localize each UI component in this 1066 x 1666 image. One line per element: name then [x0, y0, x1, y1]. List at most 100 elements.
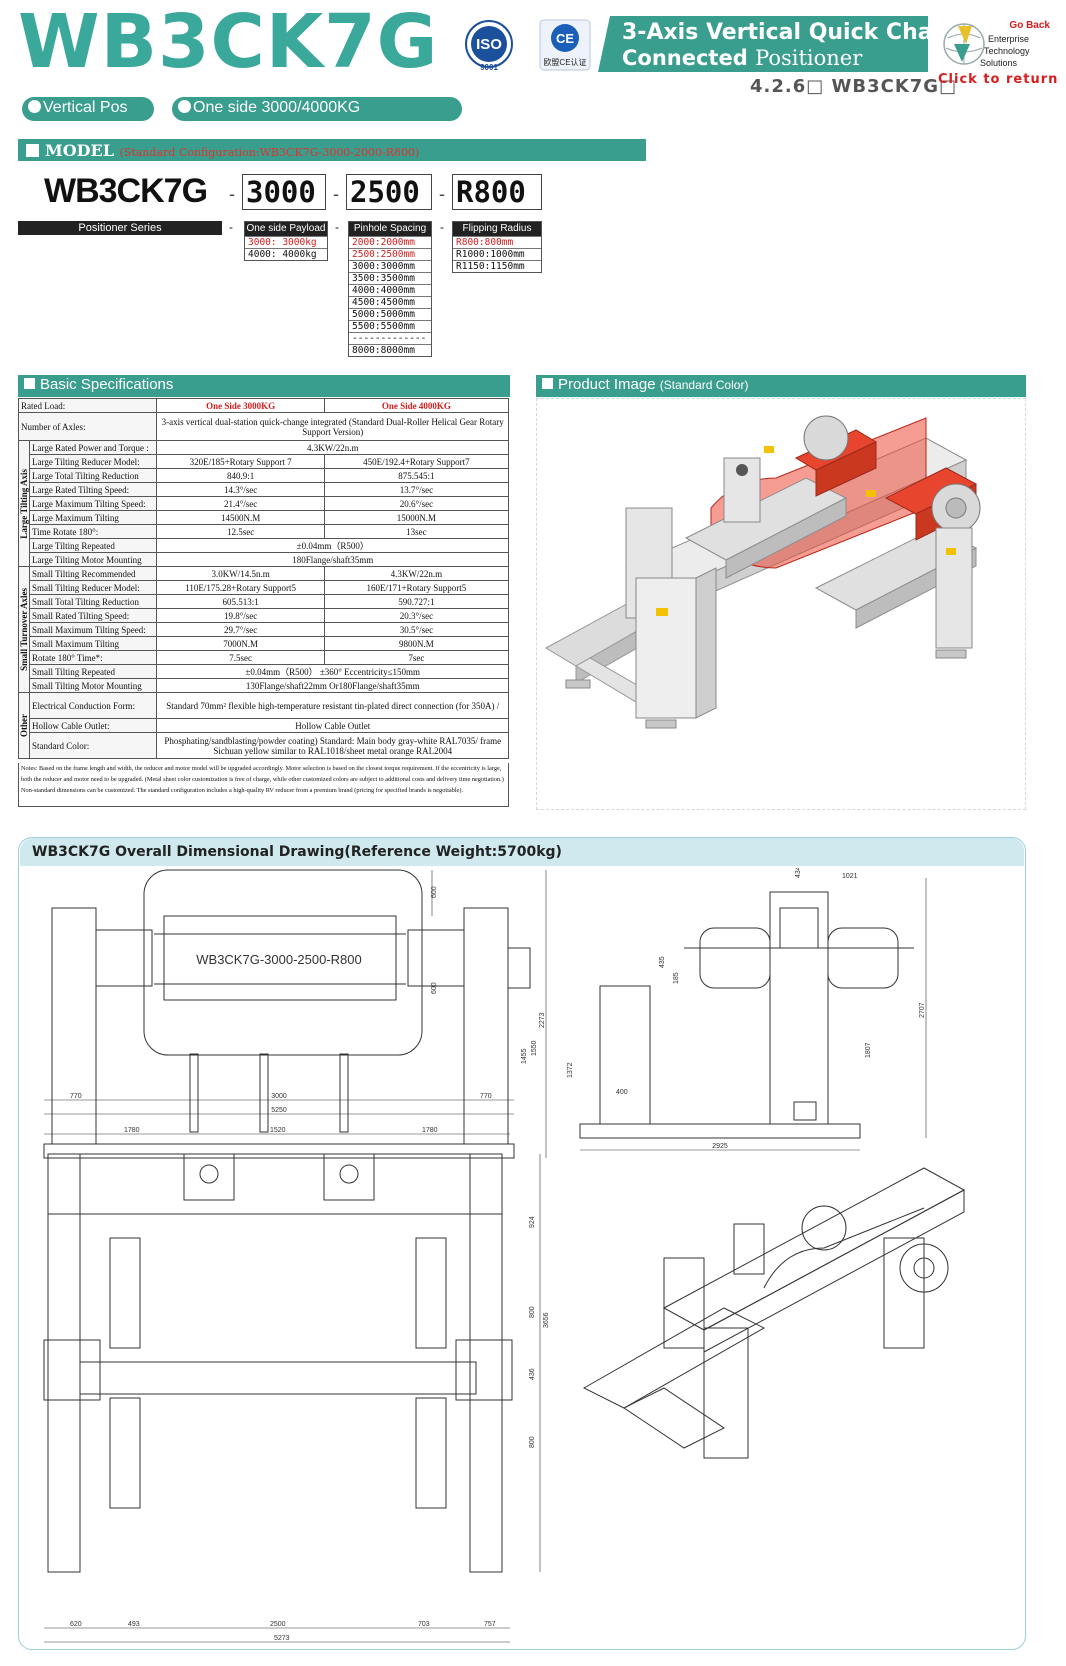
- spec-label: Large Maximum Tilting: [28, 510, 158, 525]
- go-back-text: Go Back: [1009, 20, 1050, 31]
- table-row: Small Tilting Reducer Model:110E/175.28+…: [19, 580, 510, 595]
- payload-options-header: One side Payload: [245, 222, 327, 236]
- workpiece-frame: [163, 915, 397, 1001]
- dim-2500: 2500: [270, 1621, 286, 1628]
- spec-value: Hollow Cable Outlet: [156, 718, 509, 733]
- dim-185: 185: [673, 972, 680, 984]
- basic-spec-bar: Basic Specifications: [18, 375, 510, 397]
- col-header-4000: One Side 4000KG: [323, 398, 510, 413]
- warning-sticker: [946, 548, 956, 555]
- model-name: WB3CK7G: [44, 172, 208, 210]
- spec-value: 7000N.M: [156, 636, 325, 651]
- spec-label: Large Tilting Repeated: [28, 538, 158, 553]
- group-label-cell: Large Tilting Axis: [18, 440, 30, 567]
- dim-3000: 3000: [271, 1093, 287, 1100]
- spec-value: 450E/192.4+Rotary Support7: [323, 454, 510, 469]
- table-row: Large Tilting Reducer Model:320E/185+Rot…: [19, 454, 510, 469]
- title-line-2: Connected Positioner: [622, 46, 928, 70]
- spec-value: 21.4°/sec: [156, 496, 325, 511]
- table-row: Number of Axles: 3-axis vertical dual-st…: [17, 412, 509, 441]
- dim-800a: 800: [529, 1306, 536, 1318]
- axes-value: 3-axis vertical dual-station quick-chang…: [156, 412, 509, 441]
- warning-sticker: [866, 490, 876, 497]
- option-item: 5000:5000mm: [349, 308, 431, 320]
- spec-value: ±0.04mm（R500）: [156, 538, 509, 553]
- title-line-2a: Connected: [622, 46, 748, 70]
- basic-spec-title: Basic Specifications: [40, 376, 174, 393]
- dim-600a: 600: [431, 886, 438, 898]
- dim-1550: 1550: [531, 1040, 538, 1056]
- rotary-disc-1: [803, 415, 849, 461]
- spec-label: Electrical Conduction Form:: [28, 692, 158, 719]
- logo-mark-teal: [954, 44, 970, 62]
- dim-435: 435: [659, 956, 666, 968]
- spec-label: Small Rated Tilting Speed:: [28, 608, 158, 623]
- top-left-rail: [47, 1153, 81, 1573]
- spec-label: Large Maximum Tilting Speed:: [28, 496, 158, 511]
- dim-493: 493: [128, 1621, 140, 1628]
- model-section-bar: MODEL (Standard Configuration:WB3CK7G-30…: [18, 139, 646, 161]
- axes-label: Number of Axles:: [17, 412, 158, 441]
- right-tailstock-top: [415, 1397, 447, 1509]
- dim-2707: 2707: [919, 1002, 926, 1018]
- spec-value: 875.545:1: [323, 468, 510, 483]
- dim-5273: 5273: [274, 1635, 290, 1642]
- left-drive-top: [43, 1339, 101, 1401]
- spec-value: 840.9:1: [156, 468, 325, 483]
- dim-770a: 770: [70, 1093, 82, 1100]
- foot-pad: [565, 679, 591, 689]
- iso-guard-outline: [763, 1207, 925, 1289]
- option-item: 3000:3000mm: [349, 260, 431, 272]
- code-dash: -: [439, 184, 445, 204]
- table-row: Large Tilting Repeated±0.04mm（R500）: [19, 538, 509, 553]
- support-leg: [259, 1053, 269, 1133]
- right-headstock: [463, 907, 509, 1145]
- product-image-title: Product Image: [558, 376, 656, 393]
- product-image-sub: (Standard Color): [659, 378, 749, 392]
- dimensional-drawing: WB3CK7G-3000-2500-R800 600 600 2273 1550…: [43, 868, 966, 1643]
- spec-value: Standard 70mm² flexible high-temperature…: [156, 692, 509, 719]
- drawing-title: WB3CK7G Overall Dimensional Drawing(Refe…: [20, 838, 1024, 866]
- top-view: 1780 1520 1780 924 800 3656 436 800 620 …: [43, 1127, 550, 1643]
- spec-label: Large Tilting Reducer Model:: [28, 454, 158, 469]
- code-dash: -: [333, 184, 339, 204]
- front-view-label: WB3CK7G-3000-2500-R800: [196, 952, 361, 967]
- dim-1520: 1520: [270, 1127, 286, 1134]
- click-to-return-link[interactable]: Click to return: [938, 72, 1059, 87]
- dim-1021: 1021: [842, 873, 858, 880]
- iso-base-front: [623, 1387, 725, 1449]
- top-right-rail: [469, 1153, 503, 1573]
- iso-rotary-hub: [913, 1257, 935, 1279]
- spec-value: 590.727:1: [323, 594, 510, 609]
- left-disc-profile: [699, 927, 771, 989]
- top-center-beam: [79, 1361, 477, 1395]
- dim-5250: 5250: [271, 1107, 287, 1114]
- foot-pad: [935, 649, 967, 659]
- positioner-series-label: Positioner Series: [18, 221, 222, 235]
- ce-text: CE: [556, 31, 574, 46]
- dim-2273: 2273: [539, 1012, 546, 1028]
- dim-620: 620: [70, 1621, 82, 1628]
- option-item: R1000:1000mm: [453, 248, 541, 260]
- group-label-cell: Small Turnover Axles: [18, 566, 30, 693]
- go-back-logo[interactable]: Go Back Enterprise Technology Solutions: [938, 16, 1062, 90]
- iso-text: ISO: [476, 36, 502, 53]
- iso-left-post: [663, 1257, 705, 1349]
- group-label: Other: [19, 714, 29, 737]
- top-rear-beam: [47, 1153, 503, 1215]
- ce-cert-icon: CE 欧盟CE认证: [539, 19, 591, 71]
- spacing-code-box: 2500: [346, 174, 432, 210]
- right-disc-profile: [827, 927, 899, 989]
- product-image-bar: Product Image (Standard Color): [536, 375, 1026, 397]
- radius-code-box: R800: [452, 174, 542, 210]
- spec-label: Rotate 180° Time*:: [28, 650, 158, 665]
- top-rear-mount-right: [323, 1153, 375, 1201]
- bullet-icon: [178, 100, 191, 113]
- product-title-band: 3-Axis Vertical Quick Chang Connected Po…: [598, 16, 928, 72]
